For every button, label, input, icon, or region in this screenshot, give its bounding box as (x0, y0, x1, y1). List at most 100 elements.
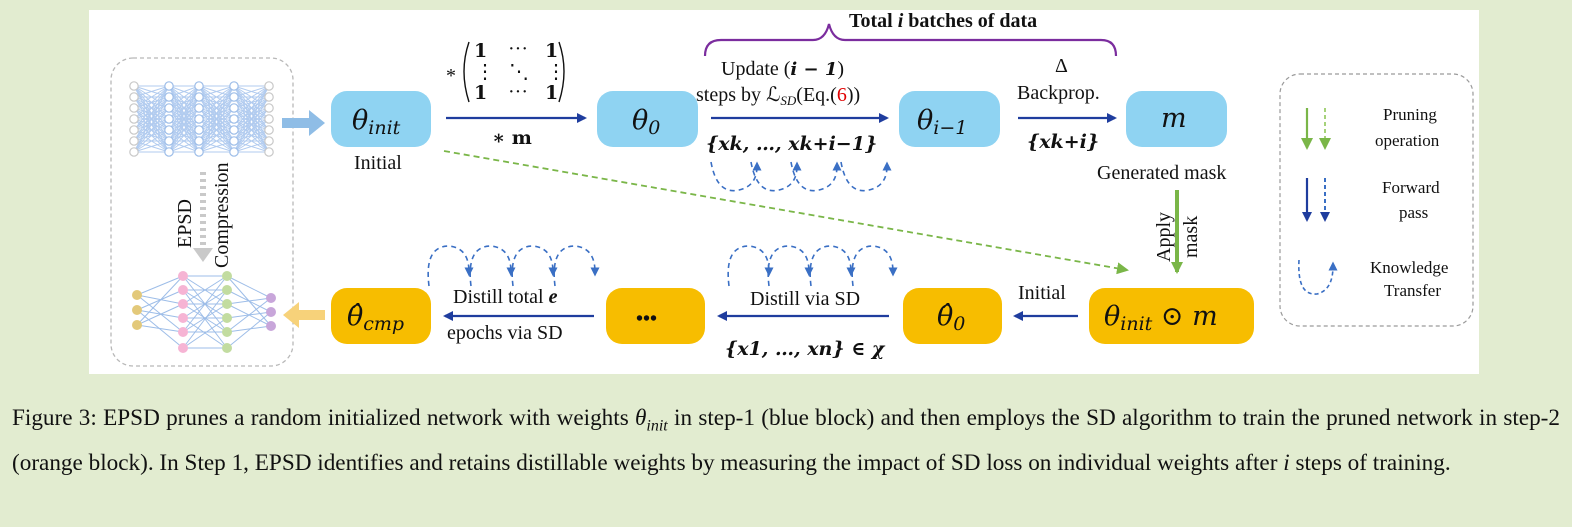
generated-mask-label: Generated mask (1097, 162, 1226, 184)
svg-text:1: 1 (545, 40, 558, 62)
sparse-neuron (222, 285, 232, 295)
svg-text:θinit: θinit (352, 105, 401, 139)
dense-neuron (164, 114, 174, 124)
dense-neuron (129, 81, 139, 91)
dense-neuron (229, 136, 239, 146)
xk-batch-label: {xk, …, xk+i−1} (706, 133, 877, 155)
dense-neuron (229, 125, 239, 135)
sparse-neuron (222, 327, 232, 337)
node-theta-i-minus-1 (899, 91, 1000, 147)
dense-neuron (129, 136, 139, 146)
dense-neuron (229, 147, 239, 157)
svg-text:θinit ⊙ m: θinit ⊙ m (1104, 301, 1218, 335)
star-m-label: ∗ m (492, 127, 532, 149)
svg-text:⋮: ⋮ (475, 61, 495, 83)
sparse-neuron (266, 307, 276, 317)
xki-batch-label: {xk+i} (1027, 131, 1099, 153)
sparse-neuron (222, 271, 232, 281)
svg-text:operation: operation (1375, 131, 1440, 150)
dense-neuron (194, 81, 204, 91)
svg-text:θi−1: θi−1 (917, 105, 967, 139)
figure-caption: Figure 3: EPSD prunes a random initializ… (12, 405, 1560, 476)
sparse-neuron (178, 327, 188, 337)
epochs-sd-label: epochs via SD (447, 322, 563, 344)
dense-neuron (129, 92, 139, 102)
dense-neuron (194, 147, 204, 157)
sparse-neuron (222, 343, 232, 353)
dense-neuron (164, 125, 174, 135)
distill-total-label: Distill total e (453, 286, 558, 308)
svg-text:1: 1 (474, 82, 487, 104)
distill-sd-label: Distill via SD (750, 288, 860, 310)
svg-text:1: 1 (474, 40, 487, 62)
svg-text:m: m (1161, 103, 1187, 134)
dense-neuron (164, 92, 174, 102)
dense-neuron (264, 92, 274, 102)
dense-neuron (194, 114, 204, 124)
node-theta-hat-0 (903, 288, 1002, 344)
knowledge-transfer-icon (1298, 259, 1338, 295)
dense-neuron (129, 103, 139, 113)
node-theta-cmp (331, 288, 431, 344)
sparse-neuron (178, 313, 188, 323)
svg-text:Knowledge: Knowledge (1370, 258, 1448, 277)
sparse-neuron (132, 320, 142, 330)
legend-forward: Forward pass (1302, 178, 1440, 222)
dense-neuron (164, 81, 174, 91)
sparse-neuron (132, 305, 142, 315)
knowledge-transfer-loops-bottom (427, 245, 898, 287)
svg-text:•••: ••• (636, 308, 657, 330)
sparse-neuron (266, 321, 276, 331)
node-theta-0 (597, 91, 698, 147)
delta-label: Δ (1055, 55, 1068, 77)
dense-neuron (264, 125, 274, 135)
dense-neuron (129, 114, 139, 124)
dense-neuron (264, 114, 274, 124)
dense-neuron (264, 136, 274, 146)
dense-neuron (264, 103, 274, 113)
dense-neuron (194, 92, 204, 102)
node-ellipsis (606, 288, 705, 344)
sparse-neuron (178, 343, 188, 353)
svg-text:···: ··· (508, 38, 528, 60)
sparse-neuron (222, 313, 232, 323)
node-theta-init-odot-m (1089, 288, 1254, 344)
mask-label: mask (1180, 216, 1202, 258)
dense-network-nodes (129, 81, 274, 157)
steps-by-label: steps by ℒSD(Eq.(6)) (696, 84, 860, 108)
sparse-neuron (178, 299, 188, 309)
input-arrow-blue (282, 110, 325, 136)
svg-text:···: ··· (508, 81, 528, 103)
dense-neuron (164, 136, 174, 146)
svg-text:θ0: θ0 (632, 105, 660, 139)
init-to-masked-arrow (443, 150, 1129, 275)
sparse-neuron (266, 293, 276, 303)
sparse-neuron (222, 299, 232, 309)
node-mask-m (1126, 91, 1227, 147)
x-set-label: {x1, …, xn} ∈ χ (725, 338, 886, 360)
dense-neuron (229, 81, 239, 91)
sparse-neuron (178, 271, 188, 281)
legend-knowledge: Knowledge Transfer (1298, 258, 1448, 300)
dense-neuron (229, 103, 239, 113)
dense-neuron (194, 136, 204, 146)
svg-text:pass: pass (1399, 203, 1428, 222)
svg-text:1: 1 (545, 82, 558, 104)
epsd-diagram: EPSD Compression θinit θ0 θi−1 m θ̂cmp •… (110, 10, 1474, 367)
svg-text:Pruning: Pruning (1383, 105, 1437, 124)
total-batches-brace (703, 23, 1118, 57)
network-box (110, 57, 294, 367)
brace-title: Total i batches of data (849, 10, 1037, 32)
dense-neuron (129, 147, 139, 157)
dense-neuron (229, 114, 239, 124)
epsd-label: EPSD (174, 199, 196, 248)
svg-text:Transfer: Transfer (1384, 281, 1441, 300)
dense-neuron (129, 125, 139, 135)
compression-label: Compression (211, 162, 233, 268)
initial-top-label: Initial (354, 152, 402, 174)
compression-arrow-head (193, 248, 213, 262)
svg-text:⋮: ⋮ (546, 61, 566, 83)
legend-box (1279, 73, 1474, 327)
svg-text:θ̂0: θ̂0 (937, 301, 965, 335)
figure-panel: EPSD Compression θinit θ0 θi−1 m θ̂cmp •… (89, 10, 1479, 374)
